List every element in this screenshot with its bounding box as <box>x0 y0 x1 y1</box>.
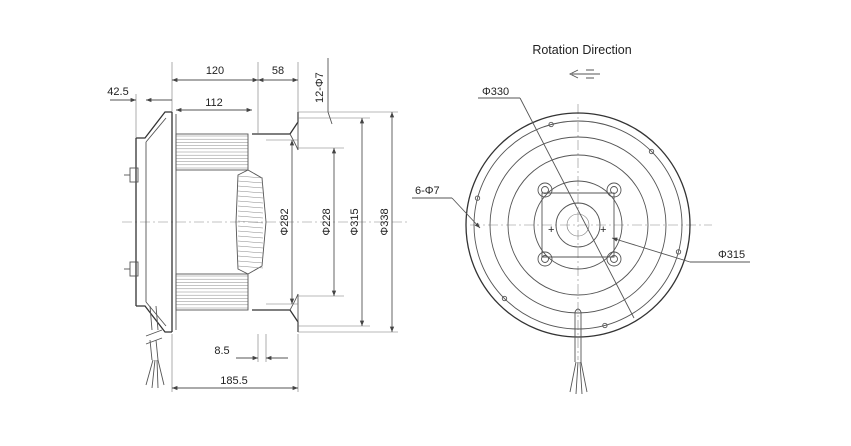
dim-phi315-label: Φ315 <box>349 208 361 235</box>
leader-6-phi7 <box>451 197 481 229</box>
hub-fin <box>237 205 264 209</box>
dim-112-label: 112 <box>205 97 223 109</box>
hub-fins <box>237 175 264 269</box>
marker-plus-right: + <box>600 224 606 236</box>
front-view: Rotation Direction + + <box>412 43 750 395</box>
motor-housing-inner <box>145 117 167 327</box>
mounting-holes <box>474 121 682 329</box>
shroud-ring <box>489 136 667 314</box>
dim-phi338-label: Φ338 <box>379 208 391 235</box>
blade-band-upper <box>175 133 249 171</box>
mounting-hole <box>675 249 682 255</box>
hub-fin <box>237 215 264 219</box>
mounting-ring <box>473 120 683 330</box>
housing-bolt-bottom <box>129 261 139 277</box>
hub-fin <box>237 255 264 259</box>
blade-band-lower <box>175 273 249 311</box>
hub-fin <box>237 260 264 264</box>
hub-fin <box>237 190 264 194</box>
dim-phi282-label: Φ282 <box>279 208 291 235</box>
shroud-curve <box>289 133 299 311</box>
bolt-bottom-left <box>537 251 553 267</box>
mounting-hole <box>548 121 554 128</box>
hub-fin <box>237 185 264 189</box>
hub-fin <box>237 195 264 199</box>
blade-fins <box>176 135 248 309</box>
hub-fin <box>237 200 264 204</box>
hub-ring <box>555 202 601 248</box>
motor-plate <box>541 192 615 258</box>
hub-fin <box>237 225 264 229</box>
dim-front-6-phi7-label: 6-Φ7 <box>415 185 440 197</box>
bolt-top-left <box>537 182 553 198</box>
hub-fin <box>237 210 264 214</box>
rotation-direction-title: Rotation Direction <box>532 43 631 57</box>
dim-phi228-label: Φ228 <box>321 208 333 235</box>
dim-42-5-label: 42.5 <box>107 86 128 98</box>
dim-front-phi330-label: Φ330 <box>482 86 509 98</box>
cable-wires <box>145 359 165 389</box>
dim-8-5-label: 8.5 <box>214 345 229 357</box>
hub-cone <box>235 169 267 275</box>
bolt-top-right <box>606 182 622 198</box>
dim-58-label: 58 <box>272 65 284 77</box>
mounting-hole <box>602 322 608 329</box>
motor-ring <box>533 180 623 270</box>
hub-fin <box>237 235 264 239</box>
bolt-bottom-right <box>606 251 622 267</box>
hub-fin <box>237 220 264 224</box>
dim-120-label: 120 <box>206 65 224 77</box>
cable-exit <box>574 308 582 362</box>
hub-fin <box>237 250 264 254</box>
hub-fin <box>237 230 264 234</box>
hub-fin <box>237 265 264 269</box>
marker-plus-left: + <box>548 224 554 236</box>
cable-exit-wires <box>569 361 588 395</box>
housing-bolt-top <box>129 167 139 183</box>
leader-phi330 <box>519 97 635 319</box>
leader-phi315 <box>611 237 691 263</box>
side-view: 120 58 12-Φ7 42.5 112 Φ282 Φ228 Φ315 Φ33… <box>107 58 410 392</box>
mounting-hole <box>474 195 481 201</box>
mounting-hole <box>501 295 508 302</box>
outer-ring <box>465 112 691 338</box>
cable <box>145 305 163 361</box>
shaft-ring <box>566 213 590 237</box>
hub-fin <box>237 175 264 179</box>
inlet-ring <box>507 154 649 296</box>
motor-housing <box>135 111 172 333</box>
hub-fin <box>237 180 264 184</box>
dim-12-phi7-label: 12-Φ7 <box>314 72 326 103</box>
rotation-arrow-icon <box>568 69 600 79</box>
dim-front-phi315-label: Φ315 <box>718 249 745 261</box>
mounting-hole <box>648 148 655 155</box>
dim-185-5-label: 185.5 <box>220 375 248 387</box>
hub-fin <box>237 245 264 249</box>
leader-12-phi7-tip <box>327 111 333 125</box>
hub-fin <box>237 240 264 244</box>
